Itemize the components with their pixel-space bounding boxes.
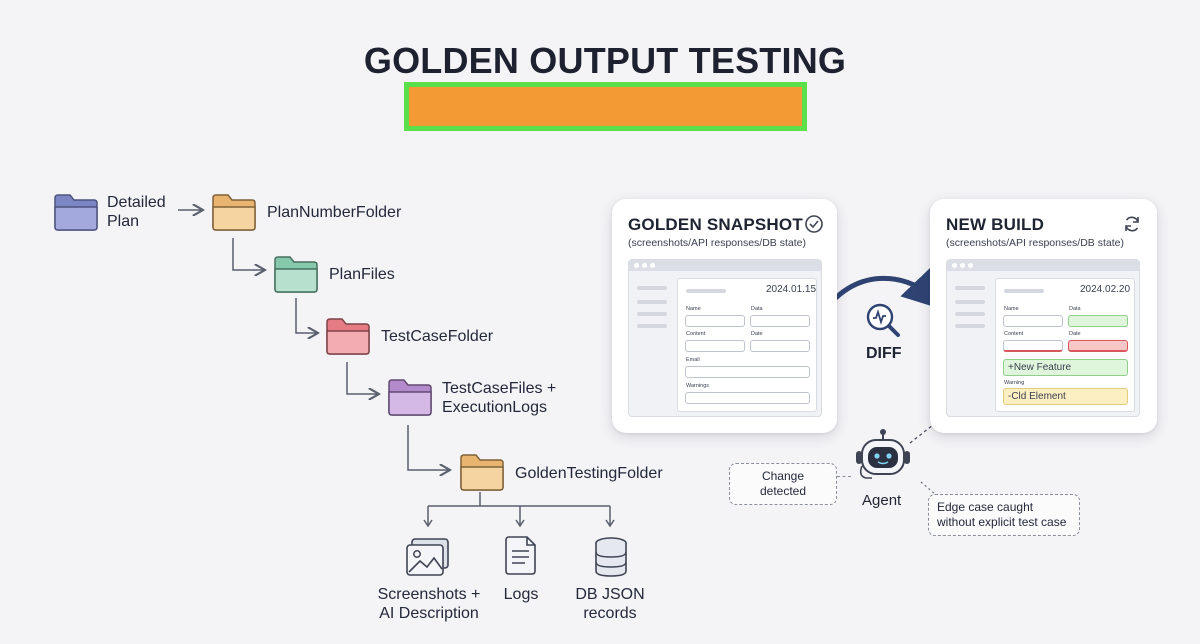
test-case-files-label: TestCaseFiles + ExecutionLogs [442,380,557,416]
email-field [685,366,810,378]
edge-case-callout: Edge case caught without explicit test c… [928,494,1080,536]
arrow-planfiles-to-testcase [295,298,318,333]
golden-content-pane: 2024.01.15 Name Data Content Date Email … [677,278,817,412]
new-build-title: NEW BUILD [946,215,1045,234]
image-icon [406,538,449,576]
name-field [685,315,745,327]
plan-files-label: PlanFiles [329,266,395,283]
content-field-changed [1003,340,1063,352]
page-title: GOLDEN OUTPUT TESTING [363,40,847,81]
golden-window-mockup: 2024.01.15 Name Data Content Date Email … [628,259,822,417]
screenshots-label: Screenshots + AI Description [377,586,481,622]
new-build-window-mockup: 2024.02.20 Name Data Content Date +New F… [946,259,1140,417]
logs-label: Logs [503,586,539,603]
magnifier-icon [866,303,900,337]
warnings-field [685,392,810,404]
change-detected-callout: Change detected [729,463,837,505]
change-detected-connector [837,476,851,477]
folder-icon [326,318,370,355]
check-circle-icon [805,215,823,233]
diff-label: DIFF [866,345,902,362]
arrow-number-to-planfiles [232,238,265,270]
new-build-subtitle: (screenshots/API responses/DB state) [946,237,1124,249]
test-case-folder-label: TestCaseFolder [381,328,494,345]
arrow-files-to-golden [407,425,450,470]
refresh-icon [1125,216,1139,232]
folder-icon [212,194,256,231]
new-build-content-pane: 2024.02.20 Name Data Content Date +New F… [995,278,1135,412]
folder-icon [54,194,98,231]
folder-icon [388,379,432,416]
old-element-field: -Cld Element [1003,388,1128,405]
arrow-golden-to-outputs [427,492,611,525]
arrow-testcase-to-files [346,362,379,394]
robot-agent-icon [856,429,910,479]
edge-case-connector [920,481,936,495]
folder-icon [274,256,318,293]
data-field [750,315,810,327]
golden-snapshot-title: GOLDEN SNAPSHOT [628,215,803,234]
detailed-plan-label: Detailed Plan [107,194,166,230]
new-feature-field: +New Feature [1003,359,1128,376]
new-build-card: NEW BUILD (screenshots/API responses/DB … [930,199,1157,433]
date-field [750,340,810,352]
plan-number-folder-label: PlanNumberFolder [267,204,402,221]
window-title-bar [947,260,1139,271]
name-field [1003,315,1063,327]
highlight-banner [404,82,807,131]
folder-icon [460,454,504,491]
date-field-changed [1068,340,1128,352]
golden-testing-folder-label: GoldenTestingFolder [515,465,663,482]
old-element-label: -Cld Element [1008,391,1066,402]
new-feature-label: +New Feature [1008,362,1072,373]
db-json-label: DB JSON records [575,586,645,622]
agent-label: Agent [862,492,902,509]
window-title-bar [629,260,821,271]
log-document-icon [505,536,536,575]
golden-snapshot-card: GOLDEN SNAPSHOT (screenshots/API respons… [612,199,837,433]
database-icon [595,537,627,577]
data-field-changed [1068,315,1128,327]
new-build-date: 2024.02.20 [1080,284,1131,295]
golden-date: 2024.01.15 [766,284,817,295]
content-field [685,340,745,352]
golden-snapshot-subtitle: (screenshots/API responses/DB state) [628,237,806,249]
